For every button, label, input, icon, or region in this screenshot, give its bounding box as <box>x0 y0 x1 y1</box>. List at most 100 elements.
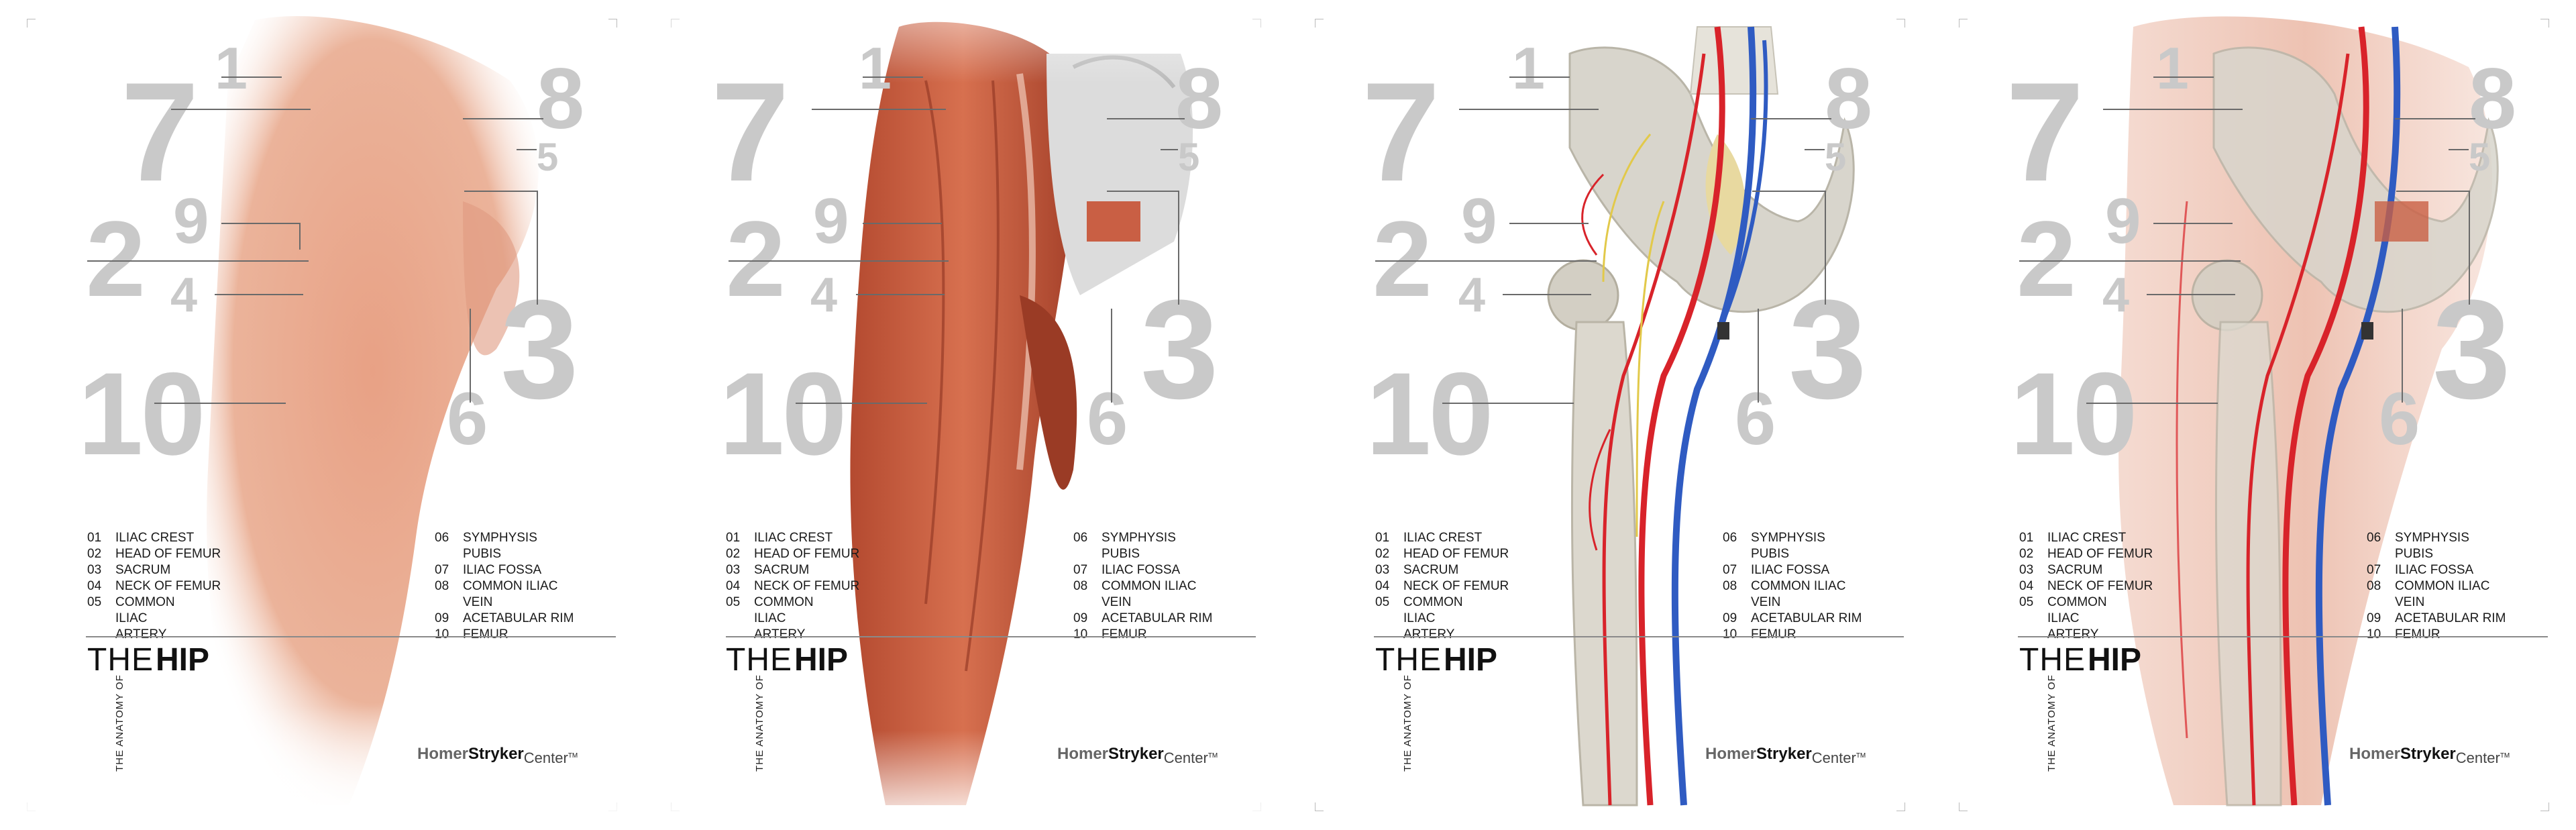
legend-text: SACRUM <box>115 563 171 577</box>
legend-num: 07 <box>435 563 449 577</box>
leader-line <box>1442 403 1574 404</box>
label-1: 1 <box>215 35 248 101</box>
legend-text: COMMON ILIAC ARTERY <box>2047 595 2107 641</box>
label-6: 6 <box>447 378 488 460</box>
label-9: 9 <box>1461 185 1497 257</box>
leader-line <box>1752 191 1826 192</box>
label-7: 7 <box>2006 53 2084 211</box>
brand-part: Homer <box>2349 745 2401 763</box>
label-6: 6 <box>1735 378 1776 460</box>
legend-num: 02 <box>1375 547 1390 561</box>
legend-text: COMMON ILIAC ARTERY <box>1403 595 1463 641</box>
label-2: 2 <box>1373 199 1432 319</box>
legend-num: 01 <box>87 531 102 545</box>
legend-num: 09 <box>1723 611 1737 625</box>
legend-item: 02 HEAD OF FEMUR <box>1375 546 1517 562</box>
divider <box>2018 636 2548 637</box>
legend-num: 01 <box>1375 531 1390 545</box>
vertical-label: THE ANATOMY OF <box>114 674 125 772</box>
vertical-label: THE ANATOMY OF <box>2046 674 2057 772</box>
legend-num: 08 <box>435 579 449 593</box>
crop-mark <box>1896 19 1905 28</box>
legend-num: 06 <box>1073 531 1088 545</box>
leader-line <box>1825 191 1826 305</box>
brand-part: Center <box>523 749 568 766</box>
label-4: 4 <box>810 268 837 322</box>
brand-logo: HomerStrykerCenterTM <box>417 745 578 766</box>
legend-num: 01 <box>726 531 741 545</box>
brand-logo: HomerStrykerCenterTM <box>2349 745 2510 766</box>
crop-mark <box>1315 802 1324 811</box>
label-5: 5 <box>2469 136 2490 179</box>
label-8: 8 <box>2469 51 2516 147</box>
legend-text: NECK OF FEMUR <box>2047 579 2153 593</box>
label-2: 2 <box>726 199 786 319</box>
leader-line <box>863 223 942 224</box>
brand-tm: TM <box>1208 752 1218 760</box>
legend-num: 06 <box>1723 531 1737 545</box>
crop-mark <box>1959 802 1968 811</box>
label-8: 8 <box>1175 51 1223 147</box>
leader-line <box>1758 309 1759 403</box>
legend-num: 08 <box>2367 579 2381 593</box>
title-the: THE <box>2019 642 2086 678</box>
legend-num: 09 <box>1073 611 1088 625</box>
legend-num: 03 <box>1375 563 1390 577</box>
skeleton-illustration <box>1547 26 1855 807</box>
leader-line <box>796 403 927 404</box>
label-6: 6 <box>1087 378 1128 460</box>
brand-part: Center <box>1811 749 1856 766</box>
legend-text: HEAD OF FEMUR <box>1403 547 1509 561</box>
legend-num: 04 <box>2019 579 2034 593</box>
label-2: 2 <box>86 199 146 319</box>
brand-part: Stryker <box>1756 745 1812 763</box>
leader-line <box>517 149 537 150</box>
legend-num: 08 <box>1723 579 1737 593</box>
brand-logo: HomerStrykerCenterTM <box>1057 745 1218 766</box>
legend-text: FEMUR <box>2395 627 2440 641</box>
title-the: THE <box>726 642 792 678</box>
leader-line <box>1509 223 1589 224</box>
leader-line <box>729 260 949 262</box>
legend-num: 10 <box>2367 627 2381 641</box>
label-5: 5 <box>1825 136 1846 179</box>
legend-text: SACRUM <box>2047 563 2103 577</box>
leader-line <box>87 260 309 262</box>
label-7: 7 <box>711 53 790 211</box>
leader-line <box>1107 191 1179 192</box>
legend-num: 07 <box>1073 563 1088 577</box>
legend-text: ILIAC FOSSA <box>1102 563 1181 577</box>
legend-text: FEMUR <box>1102 627 1147 641</box>
label-8: 8 <box>537 51 584 147</box>
divider <box>1374 636 1904 637</box>
legend-text: ILIAC FOSSA <box>463 563 542 577</box>
brand-part: Center <box>2455 749 2500 766</box>
legend-item: 08 COMMON ILIAC VEIN <box>2367 578 2509 611</box>
label-8: 8 <box>1825 51 1872 147</box>
leader-line <box>2396 191 2470 192</box>
legend-text: COMMON ILIAC VEIN <box>2395 579 2490 609</box>
leader-line <box>812 109 946 110</box>
label-9: 9 <box>173 185 209 257</box>
leader-line <box>154 403 286 404</box>
label-9: 9 <box>813 185 849 257</box>
legend-num: 09 <box>2367 611 2381 625</box>
legend-text: COMMON ILIAC VEIN <box>463 579 558 609</box>
title-hip: HIP <box>794 642 849 678</box>
crop-mark <box>1896 802 1905 811</box>
